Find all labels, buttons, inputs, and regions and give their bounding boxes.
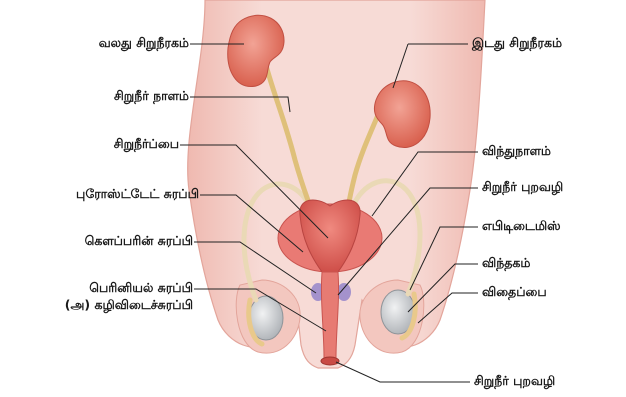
label-urethra-upper: சிறுநீர் புறவழி bbox=[482, 179, 563, 195]
label-epididymis: எபிடிடைமிஸ் bbox=[482, 218, 561, 234]
urethra-opening bbox=[321, 357, 339, 365]
label-perineal-gland-line1: பெரினியல் சுரப்பி bbox=[89, 280, 193, 296]
leader-urethra-bottom bbox=[336, 362, 470, 382]
label-cowper-gland: கௌப்பரின் சுரப்பி bbox=[85, 233, 193, 249]
urethra bbox=[321, 272, 338, 358]
label-scrotum: விதைப்பை bbox=[482, 284, 547, 300]
cowper-gland-right bbox=[337, 283, 351, 301]
label-vas-deferens: விந்துநாளம் bbox=[482, 143, 551, 159]
label-urethra-bottom: சிறுநீர் புறவழி bbox=[474, 373, 555, 389]
label-bladder: சிறுநீர்ப்பை bbox=[114, 136, 179, 152]
label-perineal-gland-line2: (அ) கழிவிடைச்சுரப்பி bbox=[65, 297, 193, 313]
label-prostate: புரோஸ்ட்டேட் சுரப்பி bbox=[76, 186, 199, 202]
label-ureter: சிறுநீர் நாளம் bbox=[114, 88, 189, 104]
label-left-kidney: இடது சிறுநீரகம் bbox=[472, 35, 562, 51]
label-testis: விந்தகம் bbox=[482, 255, 530, 271]
label-right-kidney: வலது சிறுநீரகம் bbox=[99, 35, 189, 51]
